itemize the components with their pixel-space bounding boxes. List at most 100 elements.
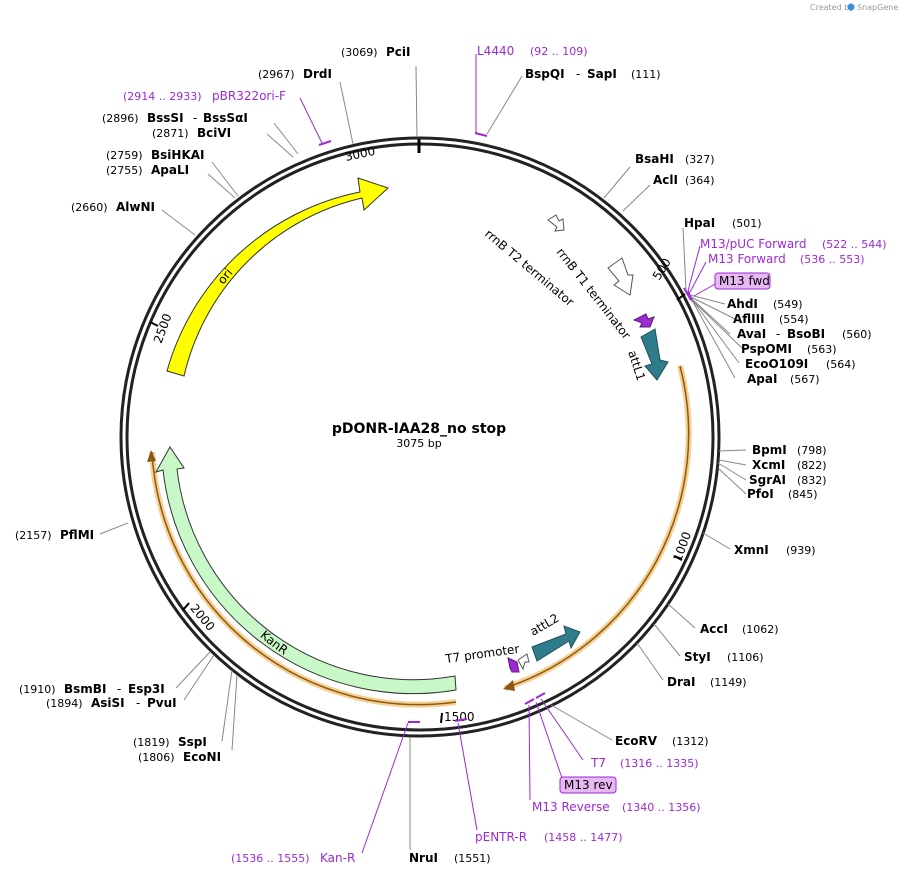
primer-range: (1316 .. 1335) bbox=[620, 757, 699, 770]
enzyme-pos: (2759) bbox=[106, 149, 143, 162]
enzyme-name: PciI bbox=[386, 45, 411, 59]
tick-mark bbox=[182, 602, 190, 611]
primer-bind-arrow bbox=[632, 313, 655, 328]
primer-range: (1536 .. 1555) bbox=[231, 852, 310, 865]
enzyme-name: AvaI bbox=[737, 327, 766, 341]
enzyme-name: ApaI bbox=[747, 372, 777, 386]
enzyme-name: AflIII bbox=[733, 312, 765, 326]
rrnb-t2-feature bbox=[547, 214, 565, 232]
snapgene-credit: Created by SnapGene bbox=[810, 3, 898, 12]
enzyme-pos: (1149) bbox=[710, 676, 747, 689]
primer-range: (2914 .. 2933) bbox=[123, 90, 202, 103]
enzyme-labels: (3069) PciI (2967) DrdI (2896) BssSI - B… bbox=[15, 45, 872, 865]
m13-fwd-box bbox=[714, 272, 771, 290]
enzyme-name: BsaHI bbox=[635, 152, 674, 166]
enzyme-name: BpmI bbox=[752, 443, 787, 457]
enzyme-name: SspI bbox=[178, 735, 207, 749]
enzyme-pos: (554) bbox=[779, 313, 809, 326]
enzyme-pos: (2896) bbox=[102, 112, 139, 125]
gene-arc-right-arrowhead bbox=[503, 680, 515, 691]
primer-name: M13 Forward bbox=[708, 252, 786, 266]
enzyme-name: BsmBI bbox=[64, 682, 106, 696]
enzyme-pos: (1819) bbox=[133, 736, 170, 749]
tick-mark bbox=[676, 293, 686, 301]
enzyme-pos: (2660) bbox=[71, 201, 108, 214]
enzyme-separator: - bbox=[136, 696, 140, 710]
enzyme-name: BciVI bbox=[197, 126, 231, 140]
credit-brand: SnapGene bbox=[857, 3, 898, 12]
attl2-label: attL2 bbox=[528, 611, 562, 639]
primer-connectors bbox=[299, 54, 718, 854]
enzyme-name: DraI bbox=[667, 675, 695, 689]
enzyme-pos: (1062) bbox=[742, 623, 779, 636]
enzyme-pos: (939) bbox=[786, 544, 816, 557]
enzyme-pos: (1910) bbox=[19, 683, 56, 696]
primer-mark-l4440 bbox=[474, 132, 488, 137]
enzyme-name: NruI bbox=[409, 851, 438, 865]
enzyme-name-alt: BssSαI bbox=[203, 111, 248, 125]
enzyme-name: AsiSI bbox=[91, 696, 125, 710]
enzyme-pos: (549) bbox=[773, 298, 803, 311]
enzyme-name: PfoI bbox=[747, 487, 774, 501]
primer-labels: L4440 (92 .. 109) (2914 .. 2933) pBR322o… bbox=[123, 44, 887, 865]
enzyme-name: EcoNI bbox=[183, 750, 221, 764]
primer-marks bbox=[318, 132, 694, 723]
primer-name: pBR322ori-F bbox=[212, 89, 286, 103]
enzyme-pos: (501) bbox=[732, 217, 762, 230]
primer-mark-pbr322ori bbox=[318, 140, 332, 146]
primer-range: (92 .. 109) bbox=[530, 45, 588, 58]
enzyme-name: XcmI bbox=[752, 458, 785, 472]
enzyme-name: BspQI bbox=[525, 67, 565, 81]
primer-range: (536 .. 553) bbox=[800, 253, 865, 266]
primer-mark-m13-puc bbox=[683, 287, 692, 301]
enzyme-name: ApaLI bbox=[151, 163, 189, 177]
t7-promoter-feature bbox=[517, 653, 530, 671]
primer-name: M13 Reverse bbox=[532, 800, 610, 814]
enzyme-pos: (327) bbox=[685, 153, 715, 166]
enzyme-pos: (564) bbox=[826, 358, 856, 371]
enzyme-name: BssSI bbox=[147, 111, 184, 125]
enzyme-name: HpaI bbox=[684, 216, 715, 230]
enzyme-pos: (563) bbox=[807, 343, 837, 356]
enzyme-name: AhdI bbox=[727, 297, 758, 311]
enzyme-name-alt: PvuI bbox=[147, 696, 177, 710]
primer-name: M13 rev bbox=[564, 778, 613, 792]
snapgene-logo-icon bbox=[847, 3, 855, 11]
enzyme-name-alt: SapI bbox=[587, 67, 617, 81]
tick-label-3000: 3000 bbox=[344, 144, 377, 164]
primer-name: pENTR-R bbox=[475, 830, 527, 844]
kan-arc-arrowhead bbox=[147, 450, 156, 462]
enzyme-name: SgrAI bbox=[749, 473, 786, 487]
enzyme-pos: (560) bbox=[842, 328, 872, 341]
tick-label-1500: 1500 bbox=[444, 710, 475, 724]
enzyme-pos: (798) bbox=[797, 444, 827, 457]
kan-arc bbox=[151, 451, 457, 706]
backbone bbox=[119, 136, 721, 738]
plasmid-title: pDONR-IAA28_no stop 3075 bp bbox=[332, 421, 506, 450]
enzyme-name: StyI bbox=[684, 650, 711, 664]
attl1-label: attL1 bbox=[625, 349, 648, 383]
enzyme-pos: (111) bbox=[631, 68, 661, 81]
enzyme-pos: (1551) bbox=[454, 852, 491, 865]
primer-name: T7 bbox=[590, 756, 606, 770]
enzyme-pos: (1106) bbox=[727, 651, 764, 664]
primer-name: M13 fwd bbox=[719, 274, 770, 288]
primer-range: (1458 .. 1477) bbox=[544, 831, 623, 844]
primer-name: Kan-R bbox=[320, 851, 355, 865]
enzyme-pos: (364) bbox=[685, 174, 715, 187]
primer-mark-m13-reverse bbox=[535, 692, 546, 699]
plasmid-name: pDONR-IAA28_no stop bbox=[332, 421, 506, 437]
primer-mark-pentr-r bbox=[454, 718, 468, 722]
kanr-feature bbox=[154, 446, 457, 695]
credit-text: Created by bbox=[810, 3, 854, 12]
enzyme-name: EcoRV bbox=[615, 734, 658, 748]
enzyme-pos: (1894) bbox=[46, 697, 83, 710]
enzyme-pos: (2967) bbox=[258, 68, 295, 81]
connector-lines bbox=[99, 65, 747, 850]
gene-highlight-outer bbox=[504, 365, 692, 691]
backbone-outer-strand bbox=[119, 136, 721, 738]
plasmid-length: 3075 bp bbox=[396, 437, 441, 450]
rrnb-t1-feature bbox=[607, 257, 634, 296]
primer-range: (522 .. 544) bbox=[822, 238, 887, 251]
